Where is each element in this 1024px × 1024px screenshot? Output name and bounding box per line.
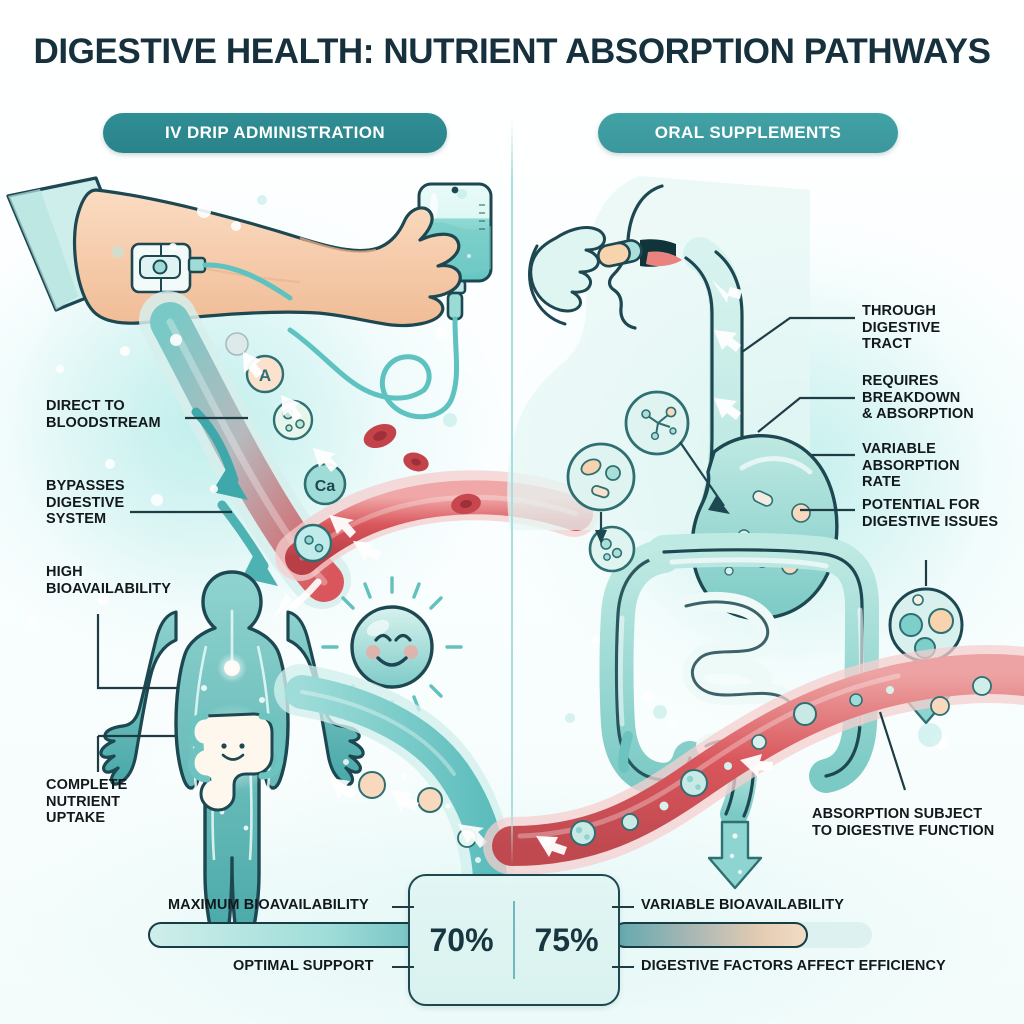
left-nutrient-flow-stream bbox=[274, 664, 514, 902]
callout-direct-to-bloodstream: DIRECT TO BLOODSTREAM bbox=[46, 398, 161, 431]
callout-through-digestive-tract: THROUGH DIGESTIVE TRACT bbox=[862, 303, 941, 353]
callout-requires-breakdown-absorption: REQUIRES BREAKDOWN & ABSORPTION bbox=[862, 373, 974, 423]
callout-potential-digestive-issues: POTENTIAL FOR DIGESTIVE ISSUES bbox=[862, 497, 999, 530]
column-header-oral-supplements: ORAL SUPPLEMENTS bbox=[598, 113, 898, 153]
right-bloodstream-artery bbox=[483, 645, 1024, 890]
label-digestive-factors-affect-efficiency: DIGESTIVE FACTORS AFFECT EFFICIENCY bbox=[641, 958, 946, 974]
label-maximum-bioavailability: MAXIMUM BIOAVAILABILITY bbox=[168, 897, 369, 913]
callout-absorption-subject-to-digestive-function: ABSORPTION SUBJECT TO DIGESTIVE FUNCTION bbox=[812, 806, 995, 839]
red-blood-cells bbox=[363, 423, 481, 515]
ambient-bubbles bbox=[26, 204, 948, 749]
callout-bypasses-digestive-system: BYPASSES DIGESTIVE SYSTEM bbox=[46, 478, 125, 528]
happy-gut-icon bbox=[187, 704, 284, 812]
callout-variable-absorption-rate: VARIABLE ABSORPTION RATE bbox=[862, 441, 960, 491]
supplement-capsule-icon bbox=[597, 239, 643, 268]
label-optimal-support: OPTIMAL SUPPORT bbox=[233, 958, 374, 974]
percent-divider bbox=[513, 901, 515, 979]
callout-complete-nutrient-uptake: COMPLETE NUTRIENT UPTAKE bbox=[46, 777, 128, 827]
broken-down-molecule-bubble-1 bbox=[624, 390, 690, 456]
bioavailability-bar-right bbox=[612, 922, 808, 948]
column-divider bbox=[511, 120, 513, 866]
svg-text:A: A bbox=[259, 366, 271, 385]
svg-text:Ca: Ca bbox=[315, 478, 336, 495]
nutrient-molecule-cluster-2 bbox=[293, 523, 333, 563]
right-leader-lines bbox=[741, 316, 928, 791]
tick-digestive-factors bbox=[612, 966, 634, 968]
tick-optimal-support bbox=[392, 966, 414, 968]
human-body-figure bbox=[99, 570, 365, 946]
column-header-oral-supplements-label: ORAL SUPPLEMENTS bbox=[654, 123, 842, 142]
column-header-iv-drip: IV DRIP ADMINISTRATION bbox=[103, 113, 447, 153]
column-header-iv-drip-label: IV DRIP ADMINISTRATION bbox=[164, 123, 386, 142]
percent-right: 75% bbox=[534, 921, 599, 958]
tick-variable-bioavailability bbox=[612, 906, 634, 908]
page-title: DIGESTIVE HEALTH: NUTRIENT ABSORPTION PA… bbox=[33, 32, 991, 71]
percent-comparison-box: 70% 75% bbox=[408, 874, 620, 1006]
left-leader-lines bbox=[96, 416, 248, 772]
flow-arrows-vessel bbox=[243, 352, 381, 562]
label-variable-bioavailability: VARIABLE BIOAVAILABILITY bbox=[641, 897, 844, 913]
tick-maximum-bioavailability bbox=[392, 906, 414, 908]
percent-left: 70% bbox=[429, 921, 494, 958]
nutrient-molecule-calcium: Ca bbox=[303, 462, 347, 506]
artery-downstream-arrow bbox=[707, 820, 763, 890]
broken-down-molecule-bubble-2 bbox=[566, 442, 636, 512]
callout-high-bioavailability: HIGH BIOAVAILABILITY bbox=[46, 564, 172, 597]
arm-with-iv-illustration bbox=[6, 176, 462, 328]
